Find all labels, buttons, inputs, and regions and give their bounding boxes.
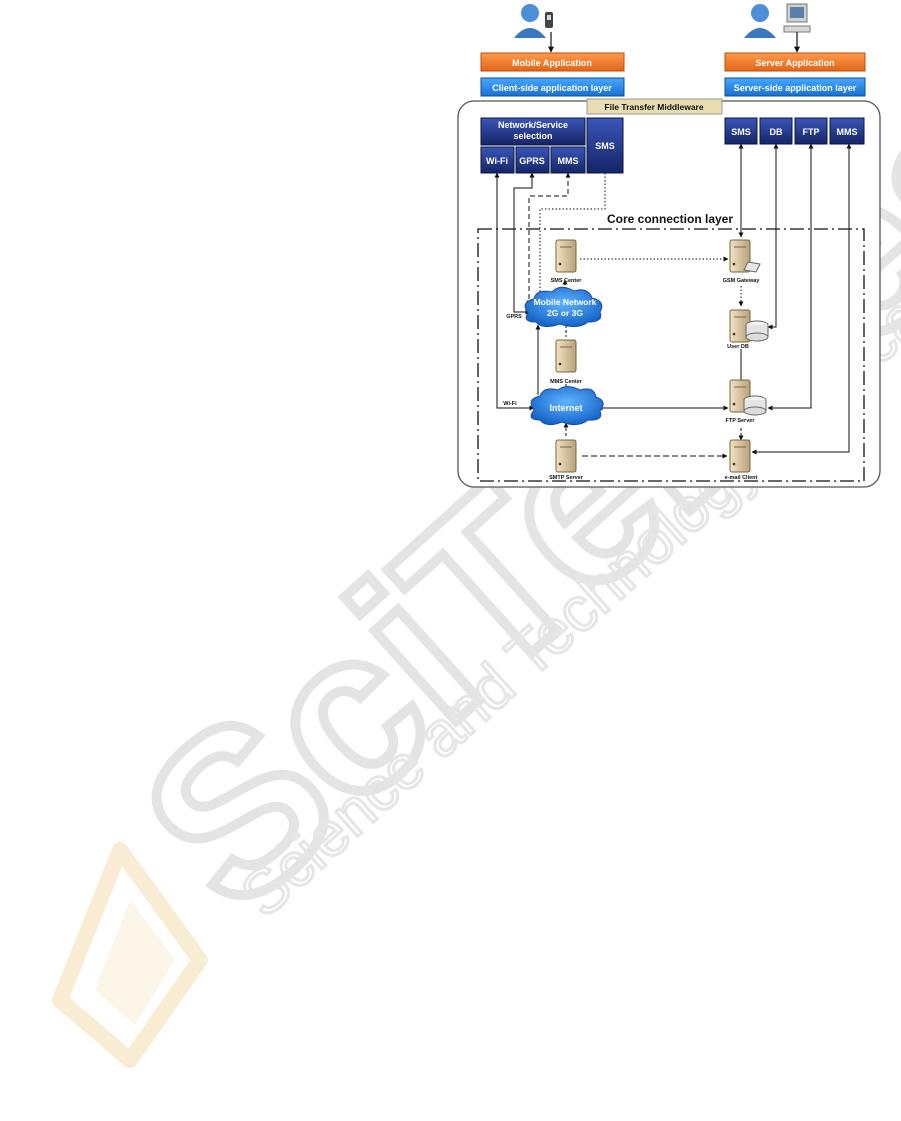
client-gprs-label: GPRS <box>519 156 545 166</box>
sms-center-server-icon <box>555 239 577 273</box>
server-mms-label: MMS <box>837 127 858 137</box>
email-client-label: e-mail Client <box>725 475 758 481</box>
client-layer-bar: Client-side application layer <box>480 77 625 97</box>
network-selection-label-2: selection <box>513 131 552 141</box>
sms-link <box>539 173 606 300</box>
client-mms-box <box>550 146 586 174</box>
client-layer-label: Client-side application layer <box>492 83 612 93</box>
server-layer-label: Server-side application layer <box>734 83 857 93</box>
user-db-server-icon <box>729 309 769 343</box>
mobile-network-label-2: 2G or 3G <box>547 308 583 318</box>
gprs-link-label: GPRS <box>506 314 522 320</box>
client-stack: Network/Service selection SMS Wi-Fi GPRS… <box>480 117 624 174</box>
gsm-gateway-server-icon <box>729 239 761 273</box>
core-title-bg <box>600 211 740 227</box>
wifi-link-label: Wi-Fi <box>503 401 517 407</box>
client-wifi-label: Wi-Fi <box>486 156 508 166</box>
internet-cloud-icon <box>530 386 604 426</box>
sms-center-label: SMS Center <box>551 278 583 284</box>
core-layer-title: Core connection layer <box>607 212 733 226</box>
watermark-logo <box>52 842 208 1068</box>
network-selection-label-1: Network/Service <box>498 120 568 130</box>
mobile-network-label-1: Mobile Network <box>534 297 597 307</box>
mms-center-label: MMS Center <box>550 379 583 385</box>
server-stack: SMS DB FTP MMS <box>724 117 865 145</box>
mobile-application-bar: Mobile Application <box>480 52 625 72</box>
server-mms-email-link <box>751 143 852 455</box>
server-layer-bar: Server-side application layer <box>724 77 866 97</box>
mobile-network-cloud-icon <box>524 286 603 328</box>
connections <box>494 143 852 459</box>
client-sms-label: SMS <box>595 141 615 151</box>
network-selection-box <box>480 117 586 146</box>
user-db-label: User DB <box>727 344 749 350</box>
email-client-server-icon <box>729 439 751 473</box>
mms-center-server-icon <box>555 339 577 373</box>
mobile-application-label: Mobile Application <box>512 58 592 68</box>
server-ftp-box <box>794 117 828 145</box>
internet-label: Internet <box>549 403 582 413</box>
middleware-title: File Transfer Middleware <box>604 102 703 112</box>
server-ftp-label: FTP <box>803 127 820 137</box>
server-application-label: Server Application <box>755 58 834 68</box>
gsm-gateway-label: GSM Gateway <box>723 278 761 284</box>
core-layer-frame <box>477 228 865 482</box>
client-mms-label: MMS <box>558 156 579 166</box>
ftp-server-label: FTP Server <box>726 418 756 424</box>
mms-link <box>526 172 571 306</box>
middleware-title-box: File Transfer Middleware <box>586 98 723 115</box>
server-application-bar: Server Application <box>724 52 866 72</box>
server-sms-label: SMS <box>731 127 751 137</box>
smtp-server-label: SMTP Server <box>549 475 584 481</box>
smtp-server-icon <box>555 439 577 473</box>
mobile-user-icon <box>514 4 553 38</box>
server-user-icon <box>744 3 811 38</box>
server-db-label: DB <box>770 127 783 137</box>
ftp-server-icon <box>729 379 767 416</box>
server-db-box <box>759 117 793 145</box>
wifi-link <box>494 172 535 411</box>
